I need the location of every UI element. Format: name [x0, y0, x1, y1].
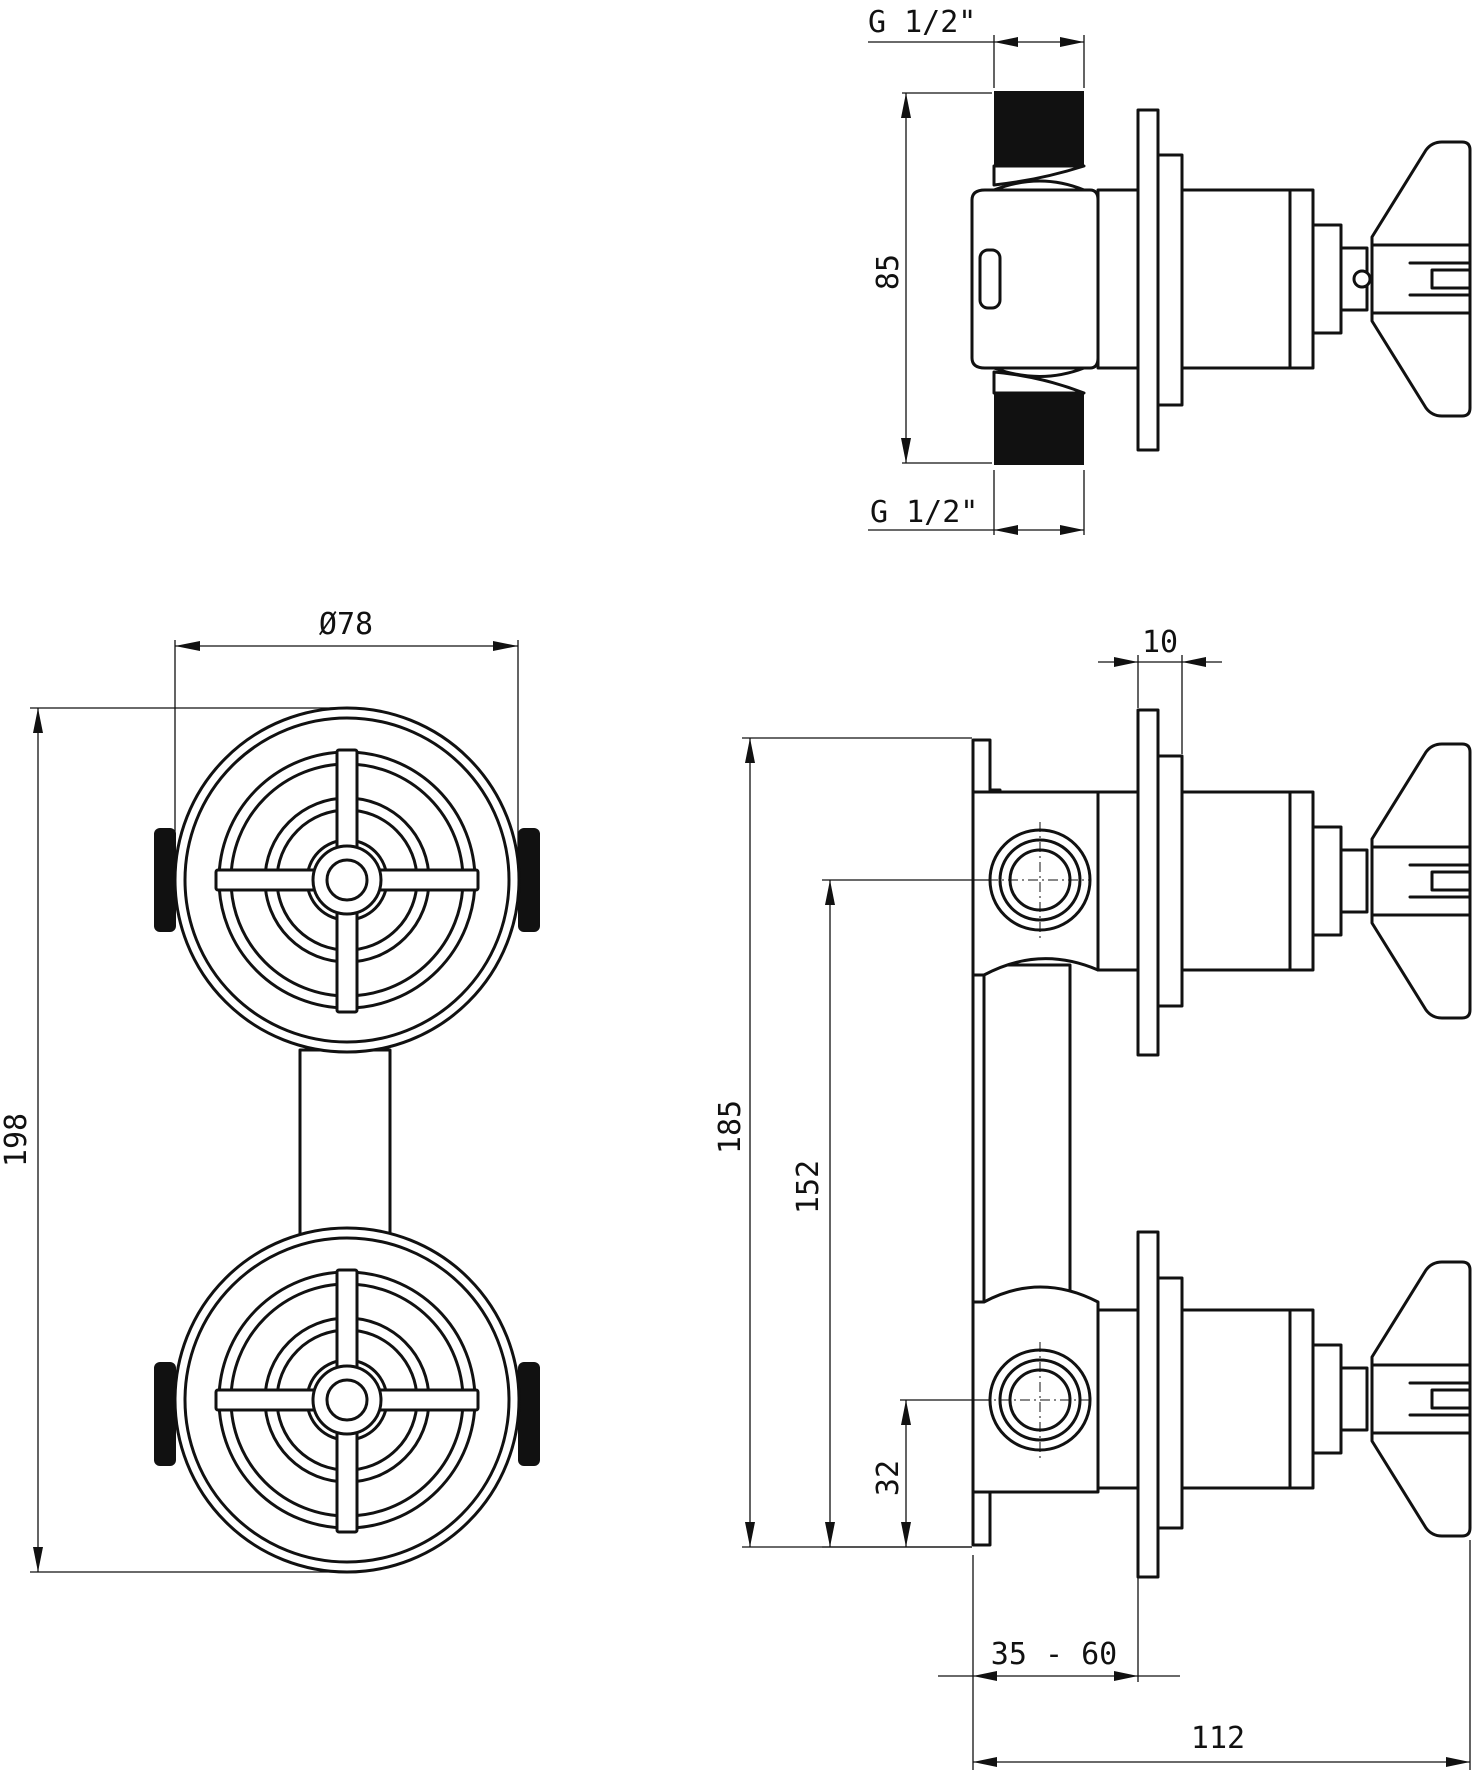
dim-diameter: Ø78 — [319, 607, 373, 642]
side-connecting-tube — [982, 963, 1072, 1305]
top-wall-plate — [1136, 108, 1160, 452]
front-rosette-upper — [154, 706, 540, 1054]
top-cartridge — [1096, 188, 1315, 370]
top-thread-lower — [994, 393, 1084, 465]
dim-total-depth: 112 — [1191, 1721, 1245, 1756]
top-thread-upper — [994, 91, 1084, 166]
top-cross-handle-side — [1370, 140, 1472, 418]
dim-plate-thickness: 10 — [1142, 625, 1178, 660]
dim-axis-distance: 152 — [791, 1160, 826, 1214]
dim-thread-bottom: G 1/2" — [870, 495, 978, 530]
top-valve-body — [970, 188, 1100, 370]
dim-bottom-axis: 32 — [871, 1460, 906, 1496]
dim-mount-depth: 35 - 60 — [991, 1637, 1117, 1672]
side-wall-plate-upper — [1136, 708, 1160, 1057]
dim-height-side-top: 85 — [871, 254, 906, 290]
side-cross-handle-lower — [1370, 1260, 1472, 1538]
front-rosette-lower — [154, 1226, 540, 1574]
front-view: Ø78 198 — [0, 607, 540, 1574]
side-cross-handle-upper — [1370, 742, 1472, 1020]
top-side-view: G 1/2" 85 G 1/2" — [868, 5, 1472, 535]
dim-body-height: 185 — [713, 1100, 748, 1154]
side-wall-plate-lower — [1136, 1230, 1160, 1579]
front-connecting-body — [298, 1048, 392, 1242]
bottom-side-view: 10 185 152 32 35 - 60 112 — [713, 625, 1472, 1770]
dim-total-height: 198 — [0, 1113, 34, 1167]
dim-thread-top: G 1/2" — [868, 5, 976, 40]
